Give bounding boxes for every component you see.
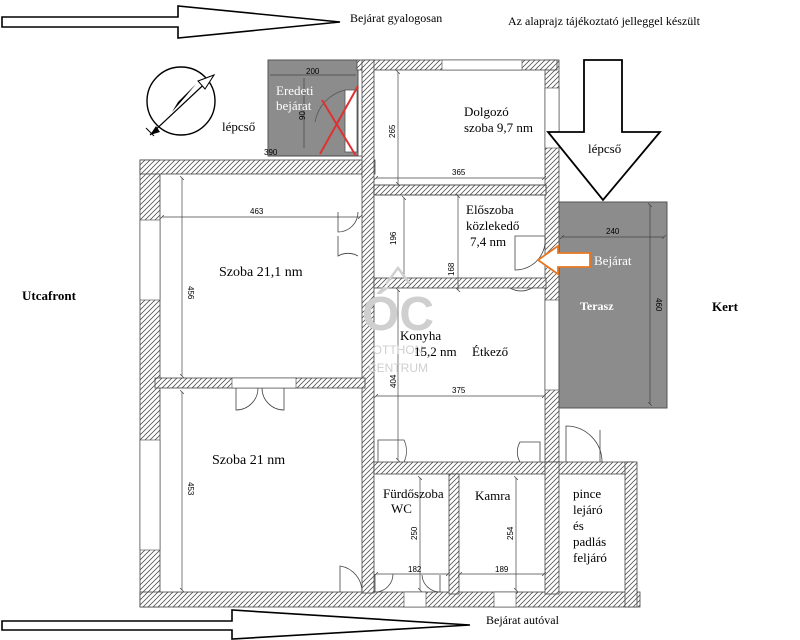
dim-room2-height: 453 <box>186 482 195 496</box>
compass-stairs-icon <box>145 66 216 137</box>
room1-label: Szoba 21,1 nm <box>219 265 303 280</box>
doors <box>235 211 603 593</box>
hall-label-line2: közlekedő <box>466 218 519 233</box>
pantry-label: Kamra <box>475 488 511 503</box>
study-label-line2: szoba 9,7 nm <box>464 120 533 135</box>
cellar-label-line3: és <box>573 518 584 533</box>
dim-terrace-width: 240 <box>606 227 620 236</box>
dim-orig-depth: 390 <box>264 148 278 157</box>
bathroom-label-line2: WC <box>391 501 412 516</box>
entrance-walk-arrow-icon <box>1 5 341 39</box>
kitchen-label-line1: Konyha <box>400 328 441 343</box>
note-disclaimer: Az alaprajz tájékoztató jelleggel készül… <box>508 14 701 28</box>
note-entrance-car: Bejárat autóval <box>486 613 560 627</box>
stairs-down-arrow-icon <box>546 59 662 202</box>
stairs-left-label: lépcső <box>222 119 255 134</box>
dim-bath-width: 182 <box>408 565 422 574</box>
dining-label: Étkező <box>472 344 508 359</box>
hall-label-line1: Előszoba <box>466 202 514 217</box>
side-entrance-label: Bejárat <box>594 253 632 268</box>
original-entrance-line1: Eredeti <box>276 83 314 98</box>
watermark-line1: OTTHON <box>373 343 424 357</box>
dim-room1-width: 463 <box>250 207 264 216</box>
cellar-label-line4: padlás <box>573 534 606 549</box>
dim-room1-height: 456 <box>186 286 195 300</box>
terrace-label: Terasz <box>580 299 614 313</box>
watermark-line2: CENTRUM <box>368 361 428 375</box>
dim-study-height: 265 <box>388 124 397 138</box>
cellar-label-line5: feljáró <box>573 550 607 565</box>
dim-bath-height: 250 <box>410 526 419 540</box>
cellar-label-line1: pince <box>573 486 601 501</box>
garden-label: Kert <box>712 299 739 314</box>
dim-hall-width: 168 <box>447 262 456 276</box>
dim-orig-width: 200 <box>306 67 320 76</box>
note-entrance-walk: Bejárat gyalogosan <box>350 11 442 25</box>
study-label-line1: Dolgozó <box>464 104 509 119</box>
dim-terrace-height: 460 <box>654 298 663 312</box>
otthon-centrum-watermark: ÓC OTTHON CENTRUM <box>362 265 434 375</box>
dim-orig-height: 90 <box>298 111 307 120</box>
cellar-label-line2: lejáró <box>573 502 603 517</box>
side-entrance-arrow-icon <box>536 244 591 276</box>
dim-hall-height: 196 <box>389 231 398 245</box>
dim-study-width: 365 <box>452 168 466 177</box>
bathroom-label-line1: Fürdőszoba <box>383 486 444 501</box>
stairs-right-label: lépcső <box>588 141 621 156</box>
dim-pantry-width: 189 <box>495 565 509 574</box>
dim-pantry-height: 254 <box>506 526 515 540</box>
original-entrance-line2: bejárat <box>276 98 312 113</box>
dim-kitchen-width: 375 <box>452 386 466 395</box>
hall-label-line3: 7,4 nm <box>470 234 506 249</box>
kitchen-label-line2: 15,2 nm <box>414 344 457 359</box>
street-front-label: Utcafront <box>22 288 77 303</box>
original-entrance-area <box>267 59 359 157</box>
removed-entrance-cross-icon <box>319 85 359 157</box>
room2-label: Szoba 21 nm <box>212 453 285 468</box>
entrance-car-arrow-icon <box>1 609 471 640</box>
watermark-logo: ÓC <box>362 286 434 341</box>
dim-kitchen-height: 404 <box>389 374 398 388</box>
